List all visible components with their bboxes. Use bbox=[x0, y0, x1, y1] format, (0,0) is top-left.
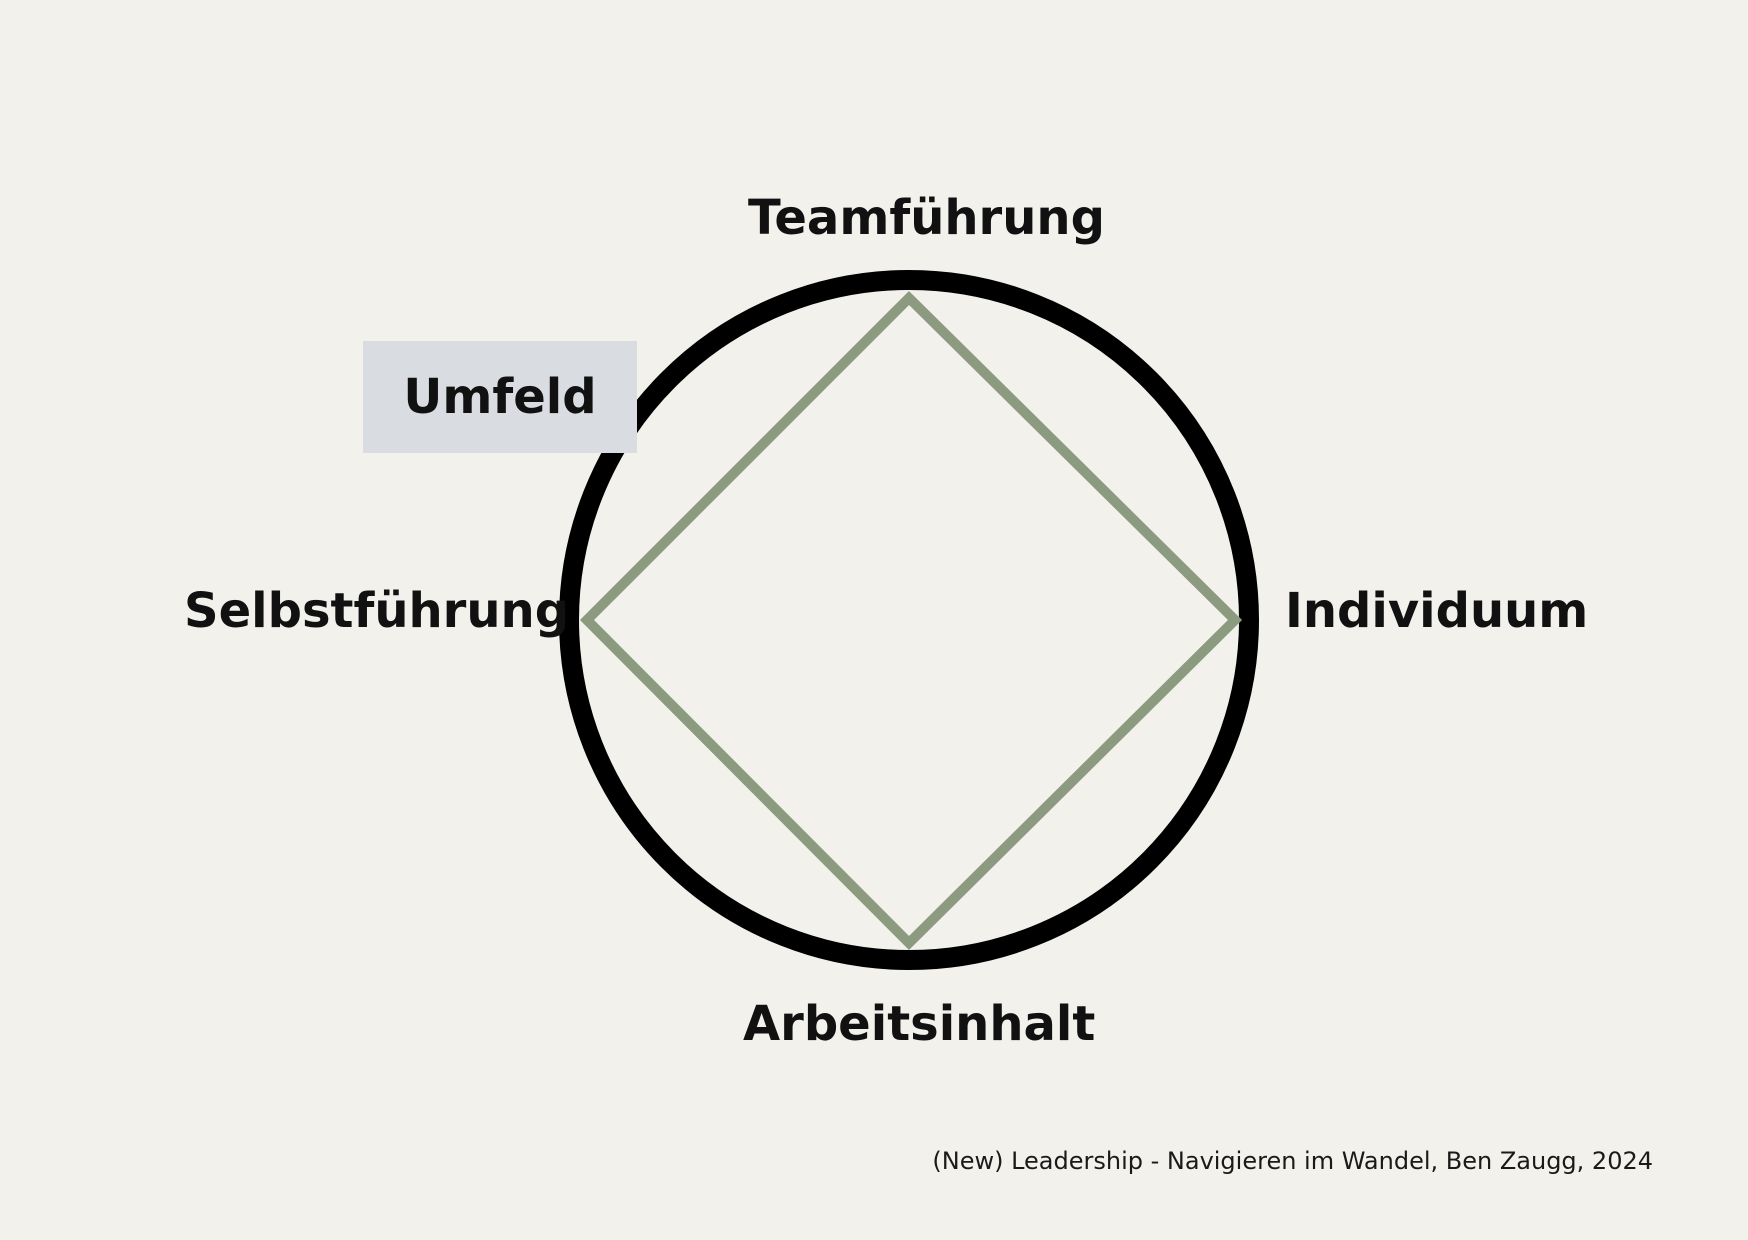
context-label: Umfeld bbox=[403, 369, 597, 425]
node-label-right: Individuum bbox=[1285, 583, 1589, 639]
node-label-top: Teamführung bbox=[748, 190, 1105, 246]
source-caption: (New) Leadership - Navigieren im Wandel,… bbox=[932, 1147, 1653, 1175]
node-label-bottom: Arbeitsinhalt bbox=[743, 996, 1096, 1052]
node-label-left: Selbstführung bbox=[184, 583, 570, 639]
outer-circle bbox=[559, 270, 1259, 970]
inner-diamond bbox=[579, 290, 1243, 951]
context-box: Umfeld bbox=[363, 341, 637, 453]
